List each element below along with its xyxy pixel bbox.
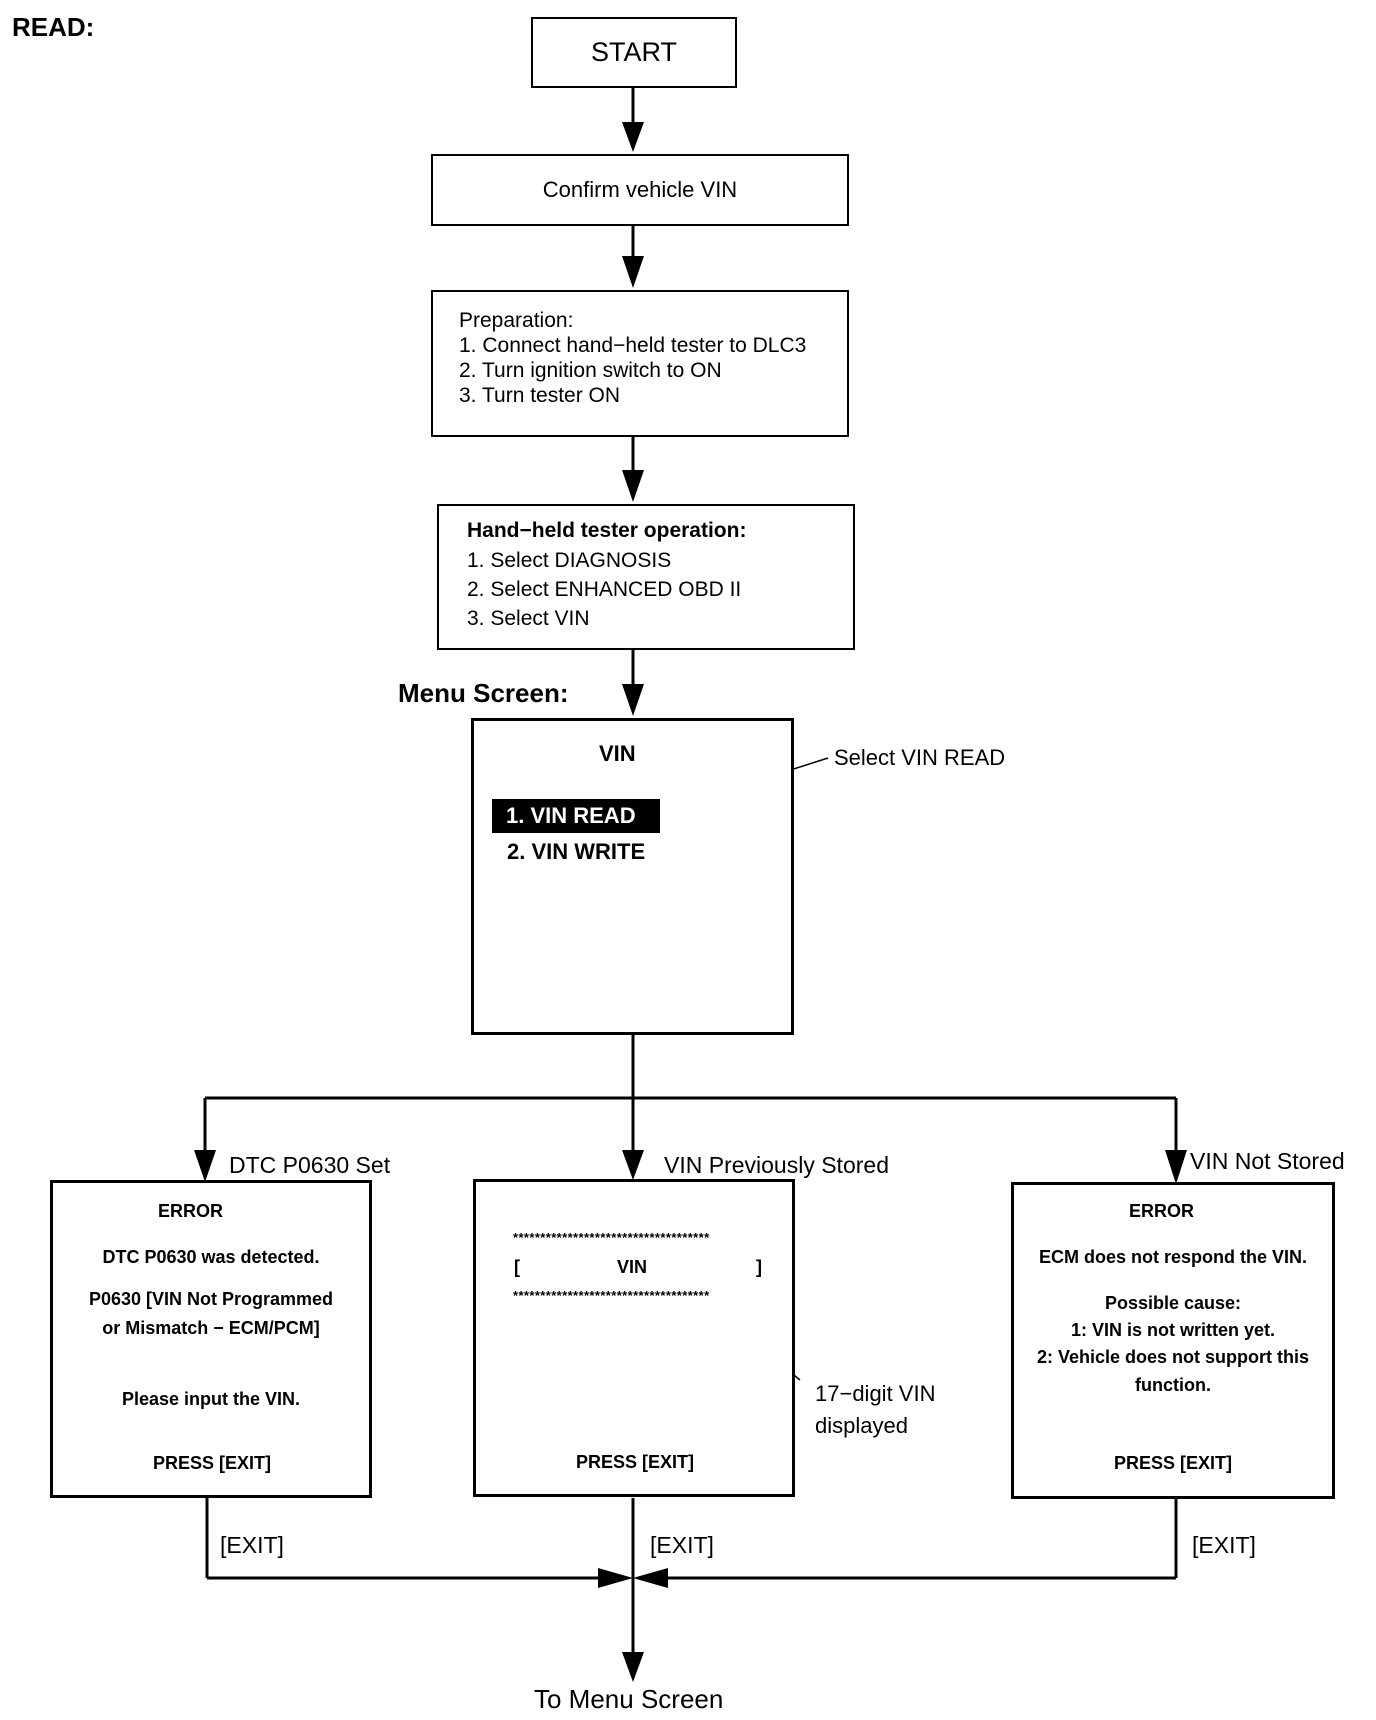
menu-callout: Select VIN READ — [834, 745, 1006, 770]
operation-step-3: 3. Select VIN — [467, 607, 590, 630]
section-title: READ: — [12, 12, 95, 42]
operation-title: Hand−held tester operation: — [467, 519, 747, 542]
menu-item-vin-read[interactable]: 1. VIN READ — [492, 799, 660, 833]
dtc-error-title: ERROR — [158, 1201, 224, 1221]
possible-cause-2-cont: function. — [1135, 1375, 1211, 1395]
vin-stored-screen: ************************************ [ V… — [473, 1179, 795, 1497]
preparation-step-2: 2. Turn ignition switch to ON — [459, 359, 722, 382]
preparation-title: Preparation: — [459, 309, 574, 332]
branch-label-not-stored: VIN Not Stored — [1190, 1148, 1345, 1174]
confirm-vin-box: Confirm vehicle VIN — [431, 154, 849, 226]
vin-callout-line-1: 17−digit VIN — [815, 1381, 936, 1406]
start-box: START — [531, 17, 737, 88]
menu-screen-heading: Menu Screen: — [398, 678, 569, 708]
exit-label-right: [EXIT] — [1192, 1532, 1256, 1558]
vin-bracket-right: ] — [756, 1257, 762, 1277]
vin-stored-press-exit[interactable]: PRESS [EXIT] — [576, 1452, 695, 1472]
operation-step-1: 1. Select DIAGNOSIS — [467, 549, 672, 572]
exit-label-left: [EXIT] — [220, 1532, 284, 1558]
menu-item-vin-write[interactable]: 2. VIN WRITE — [507, 839, 646, 864]
confirm-vin-label: Confirm vehicle VIN — [542, 177, 738, 202]
preparation-step-3: 3. Turn tester ON — [459, 384, 621, 407]
start-label: START — [590, 37, 677, 67]
menu-screen: VIN 1. VIN READ 2. VIN WRITE — [471, 718, 794, 1035]
vin-stars-bottom: ************************************ — [513, 1288, 710, 1303]
branch-label-stored: VIN Previously Stored — [664, 1152, 889, 1178]
operation-step-2: 2. Select ENHANCED OBD II — [467, 578, 742, 601]
vin-value: VIN — [617, 1257, 648, 1277]
to-menu-screen-label: To Menu Screen — [534, 1684, 724, 1714]
menu-title: VIN — [599, 741, 636, 766]
preparation-box: Preparation: 1. Connect hand−held tester… — [431, 290, 849, 437]
possible-cause-2: 2: Vehicle does not support this — [1036, 1347, 1310, 1367]
ecm-no-response-text: ECM does not respond the VIN. — [1038, 1247, 1307, 1267]
vin-not-stored-screen: ERROR ECM does not respond the VIN. Poss… — [1011, 1182, 1335, 1499]
dtc-error-screen: ERROR DTC P0630 was detected. P0630 [VIN… — [50, 1180, 372, 1498]
vin-stars-top: ************************************ — [513, 1230, 710, 1245]
dtc-input-vin-text: Please input the VIN. — [121, 1389, 301, 1409]
possible-cause-title: Possible cause: — [1104, 1293, 1242, 1313]
branch-label-dtc: DTC P0630 Set — [229, 1152, 391, 1178]
preparation-step-1: 1. Connect hand−held tester to DLC3 — [459, 334, 807, 357]
vin-callout: 17−digit VIN displayed — [815, 1378, 935, 1442]
dtc-mismatch-text: or Mismatch − ECM/PCM] — [102, 1318, 320, 1338]
exit-label-middle: [EXIT] — [650, 1532, 714, 1558]
not-stored-press-exit[interactable]: PRESS [EXIT] — [1114, 1453, 1233, 1473]
dtc-press-exit[interactable]: PRESS [EXIT] — [153, 1453, 272, 1473]
vin-callout-line-2: displayed — [815, 1413, 908, 1438]
possible-cause-1: 1: VIN is not written yet. — [1070, 1320, 1276, 1340]
dtc-detected-text: DTC P0630 was detected. — [102, 1247, 320, 1267]
tester-operation-box: Hand−held tester operation: 1. Select DI… — [437, 504, 855, 650]
dtc-code-text: P0630 [VIN Not Programmed — [88, 1289, 334, 1309]
not-stored-error-title: ERROR — [1129, 1201, 1195, 1221]
vin-bracket-left: [ — [514, 1257, 520, 1277]
